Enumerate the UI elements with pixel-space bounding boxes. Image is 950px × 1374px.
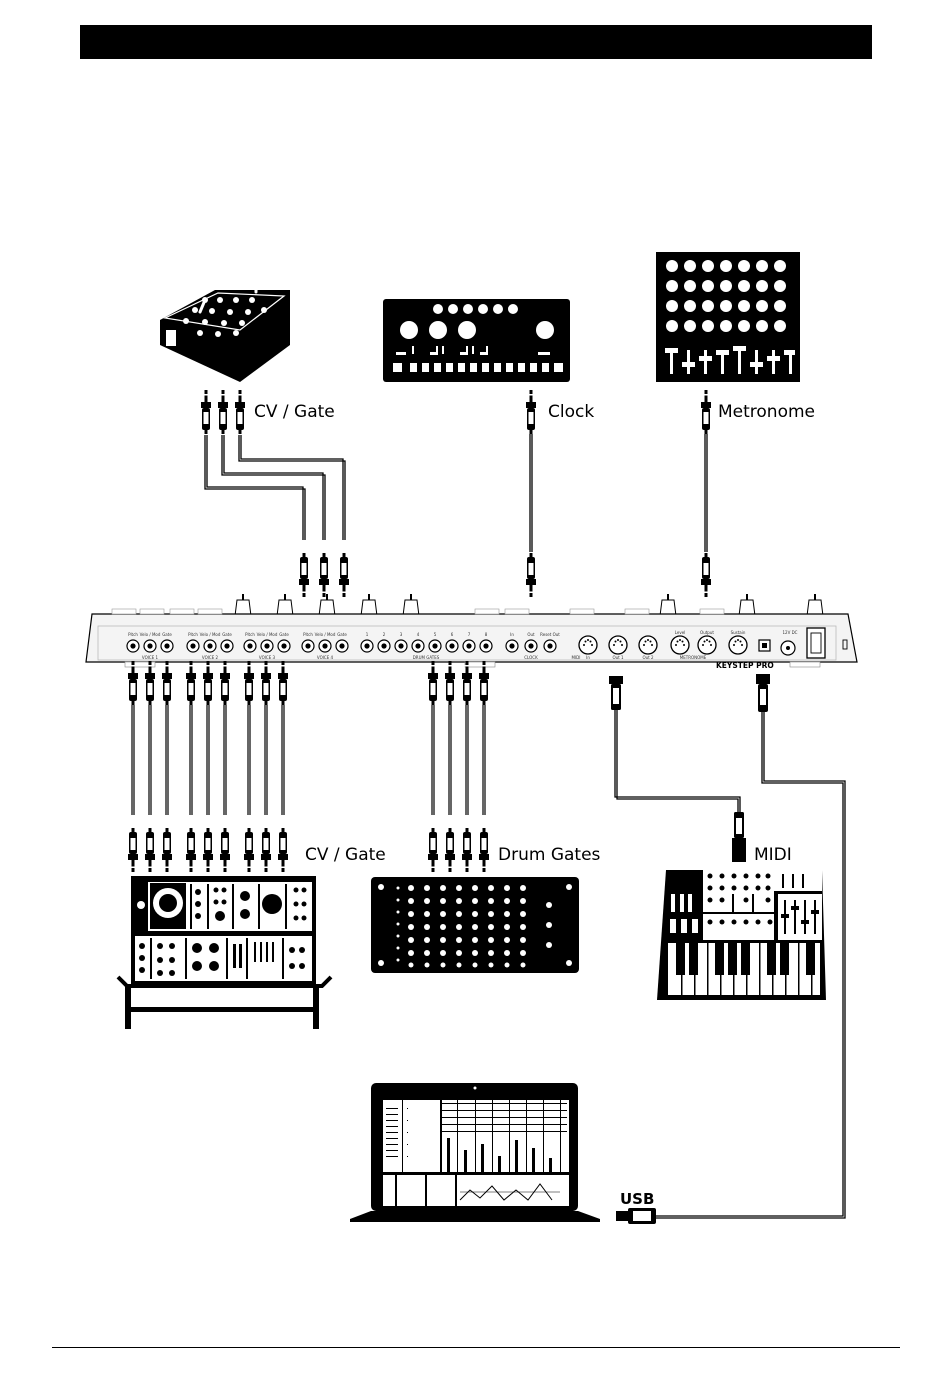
v4-gate-text: Gate	[337, 632, 347, 637]
midi-section-text: MIDI	[572, 655, 581, 660]
midi-in-text: In	[586, 655, 590, 660]
v1-pitch-text: Pitch	[128, 632, 138, 637]
drum-1-text: 1	[366, 632, 369, 637]
sustain-text: Sustain	[731, 630, 746, 635]
v4-velo-text: Velo / Mod	[315, 632, 336, 637]
drum-gates-label: Drum Gates	[498, 845, 601, 865]
voice-3-text: VOICE 3	[259, 655, 276, 660]
cv-gate-top-label: CV / Gate	[254, 402, 335, 422]
drum-5-text: 5	[434, 632, 437, 637]
v2-velo-text: Velo / Mod	[200, 632, 221, 637]
midi-cable	[609, 676, 746, 862]
cv-gate-bottom-label: CV / Gate	[305, 845, 386, 865]
grid-controller-icon	[656, 252, 800, 382]
analog-synth-icon	[657, 869, 826, 1000]
power-text: 12V DC	[783, 630, 798, 635]
v3-pitch-text: Pitch	[245, 632, 255, 637]
clock-in-text: In	[510, 632, 514, 637]
clock-section-text: CLOCK	[524, 655, 538, 660]
drum-3-text: 3	[400, 632, 403, 637]
laptop-computer-icon	[350, 1083, 600, 1222]
v1-velo-text: Velo / Mod	[140, 632, 161, 637]
v4-pitch-text: Pitch	[303, 632, 313, 637]
drum-machine-icon	[383, 299, 570, 382]
cv-gate-bottom-cables	[132, 705, 284, 815]
drum-module-rack-icon	[371, 877, 579, 973]
drum-gate-cables	[432, 705, 485, 815]
drum-8-text: 8	[485, 632, 488, 637]
v3-gate-text: Gate	[279, 632, 289, 637]
cv-gate-top-cables	[205, 435, 345, 540]
usb-label: USB	[620, 1190, 654, 1208]
footer-rule	[52, 1347, 900, 1348]
metronome-label: Metronome	[718, 402, 815, 422]
drum-4-text: 4	[417, 632, 420, 637]
reset-out-text: Reset Out	[540, 632, 560, 637]
metronome-section-text: METRONOME	[680, 655, 707, 660]
modular-synth-top-icon	[160, 276, 290, 382]
voice-4-text: VOICE 4	[317, 655, 334, 660]
v3-velo-text: Velo / Mod	[257, 632, 278, 637]
drum-7-text: 7	[468, 632, 471, 637]
midi-label: MIDI	[754, 845, 792, 865]
v1-gate-text: Gate	[162, 632, 172, 637]
eurorack-case-icon	[118, 876, 331, 1029]
drum-6-text: 6	[451, 632, 454, 637]
metronome-cable	[705, 434, 707, 552]
v2-pitch-text: Pitch	[188, 632, 198, 637]
brand-text: KEYSTEP PRO	[716, 661, 774, 670]
midi-out2-text: Out 2	[642, 655, 654, 660]
clock-out-text: Out	[527, 632, 535, 637]
v2-gate-text: Gate	[222, 632, 232, 637]
clock-cable	[530, 434, 532, 552]
output-text: Output	[700, 630, 714, 635]
drum-gates-text: DRUM GATES	[413, 655, 440, 660]
voice-2-text: VOICE 2	[202, 655, 219, 660]
midi-out1-text: Out 1	[612, 655, 624, 660]
drum-2-text: 2	[383, 632, 386, 637]
clock-label: Clock	[548, 402, 594, 422]
voice-1-text: VOICE 1	[142, 655, 159, 660]
level-text: Level	[675, 630, 686, 635]
